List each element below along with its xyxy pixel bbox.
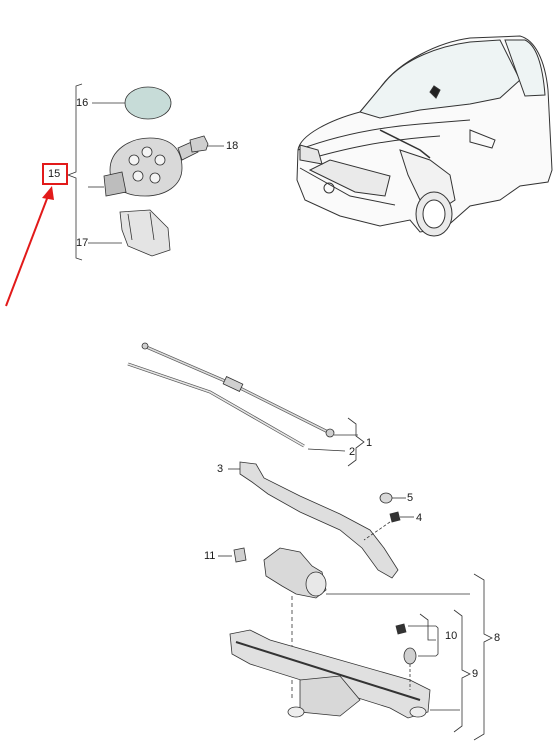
wiper-motor-icon (218, 547, 470, 700)
callout-2: 2 (349, 446, 356, 458)
bracket-group-15 (66, 83, 224, 261)
callout-16: 16 (76, 97, 89, 109)
wiper-arm-icon (228, 461, 399, 579)
callout-17: 17 (76, 237, 89, 249)
callout-15: 15 (48, 168, 61, 180)
rain-sensor-icon (124, 86, 172, 120)
red-arrow-icon (5, 186, 54, 307)
connector-icon (189, 135, 209, 153)
callout-8: 8 (494, 632, 501, 644)
nut-cap-icon (363, 492, 414, 541)
callout-10: 10 (445, 630, 458, 642)
wiper-linkage-icon (229, 629, 460, 719)
callout-11: 11 (204, 550, 216, 562)
callout-3: 3 (217, 463, 224, 475)
callout-1: 1 (366, 437, 373, 449)
wiper-blade-icon (127, 342, 335, 448)
clip-bracket-icon (119, 209, 171, 257)
mount-nut-icon (395, 623, 439, 690)
callout-bracket-1-2 (307, 417, 365, 467)
callout-18: 18 (226, 140, 239, 152)
callout-5: 5 (407, 492, 414, 504)
sensor-housing-icon (103, 137, 199, 197)
callout-bracket-8-9 (419, 573, 493, 741)
highlight-box-15 (42, 163, 68, 185)
car-illustration (296, 35, 553, 237)
callout-4: 4 (416, 512, 423, 524)
callout-9: 9 (472, 668, 479, 680)
